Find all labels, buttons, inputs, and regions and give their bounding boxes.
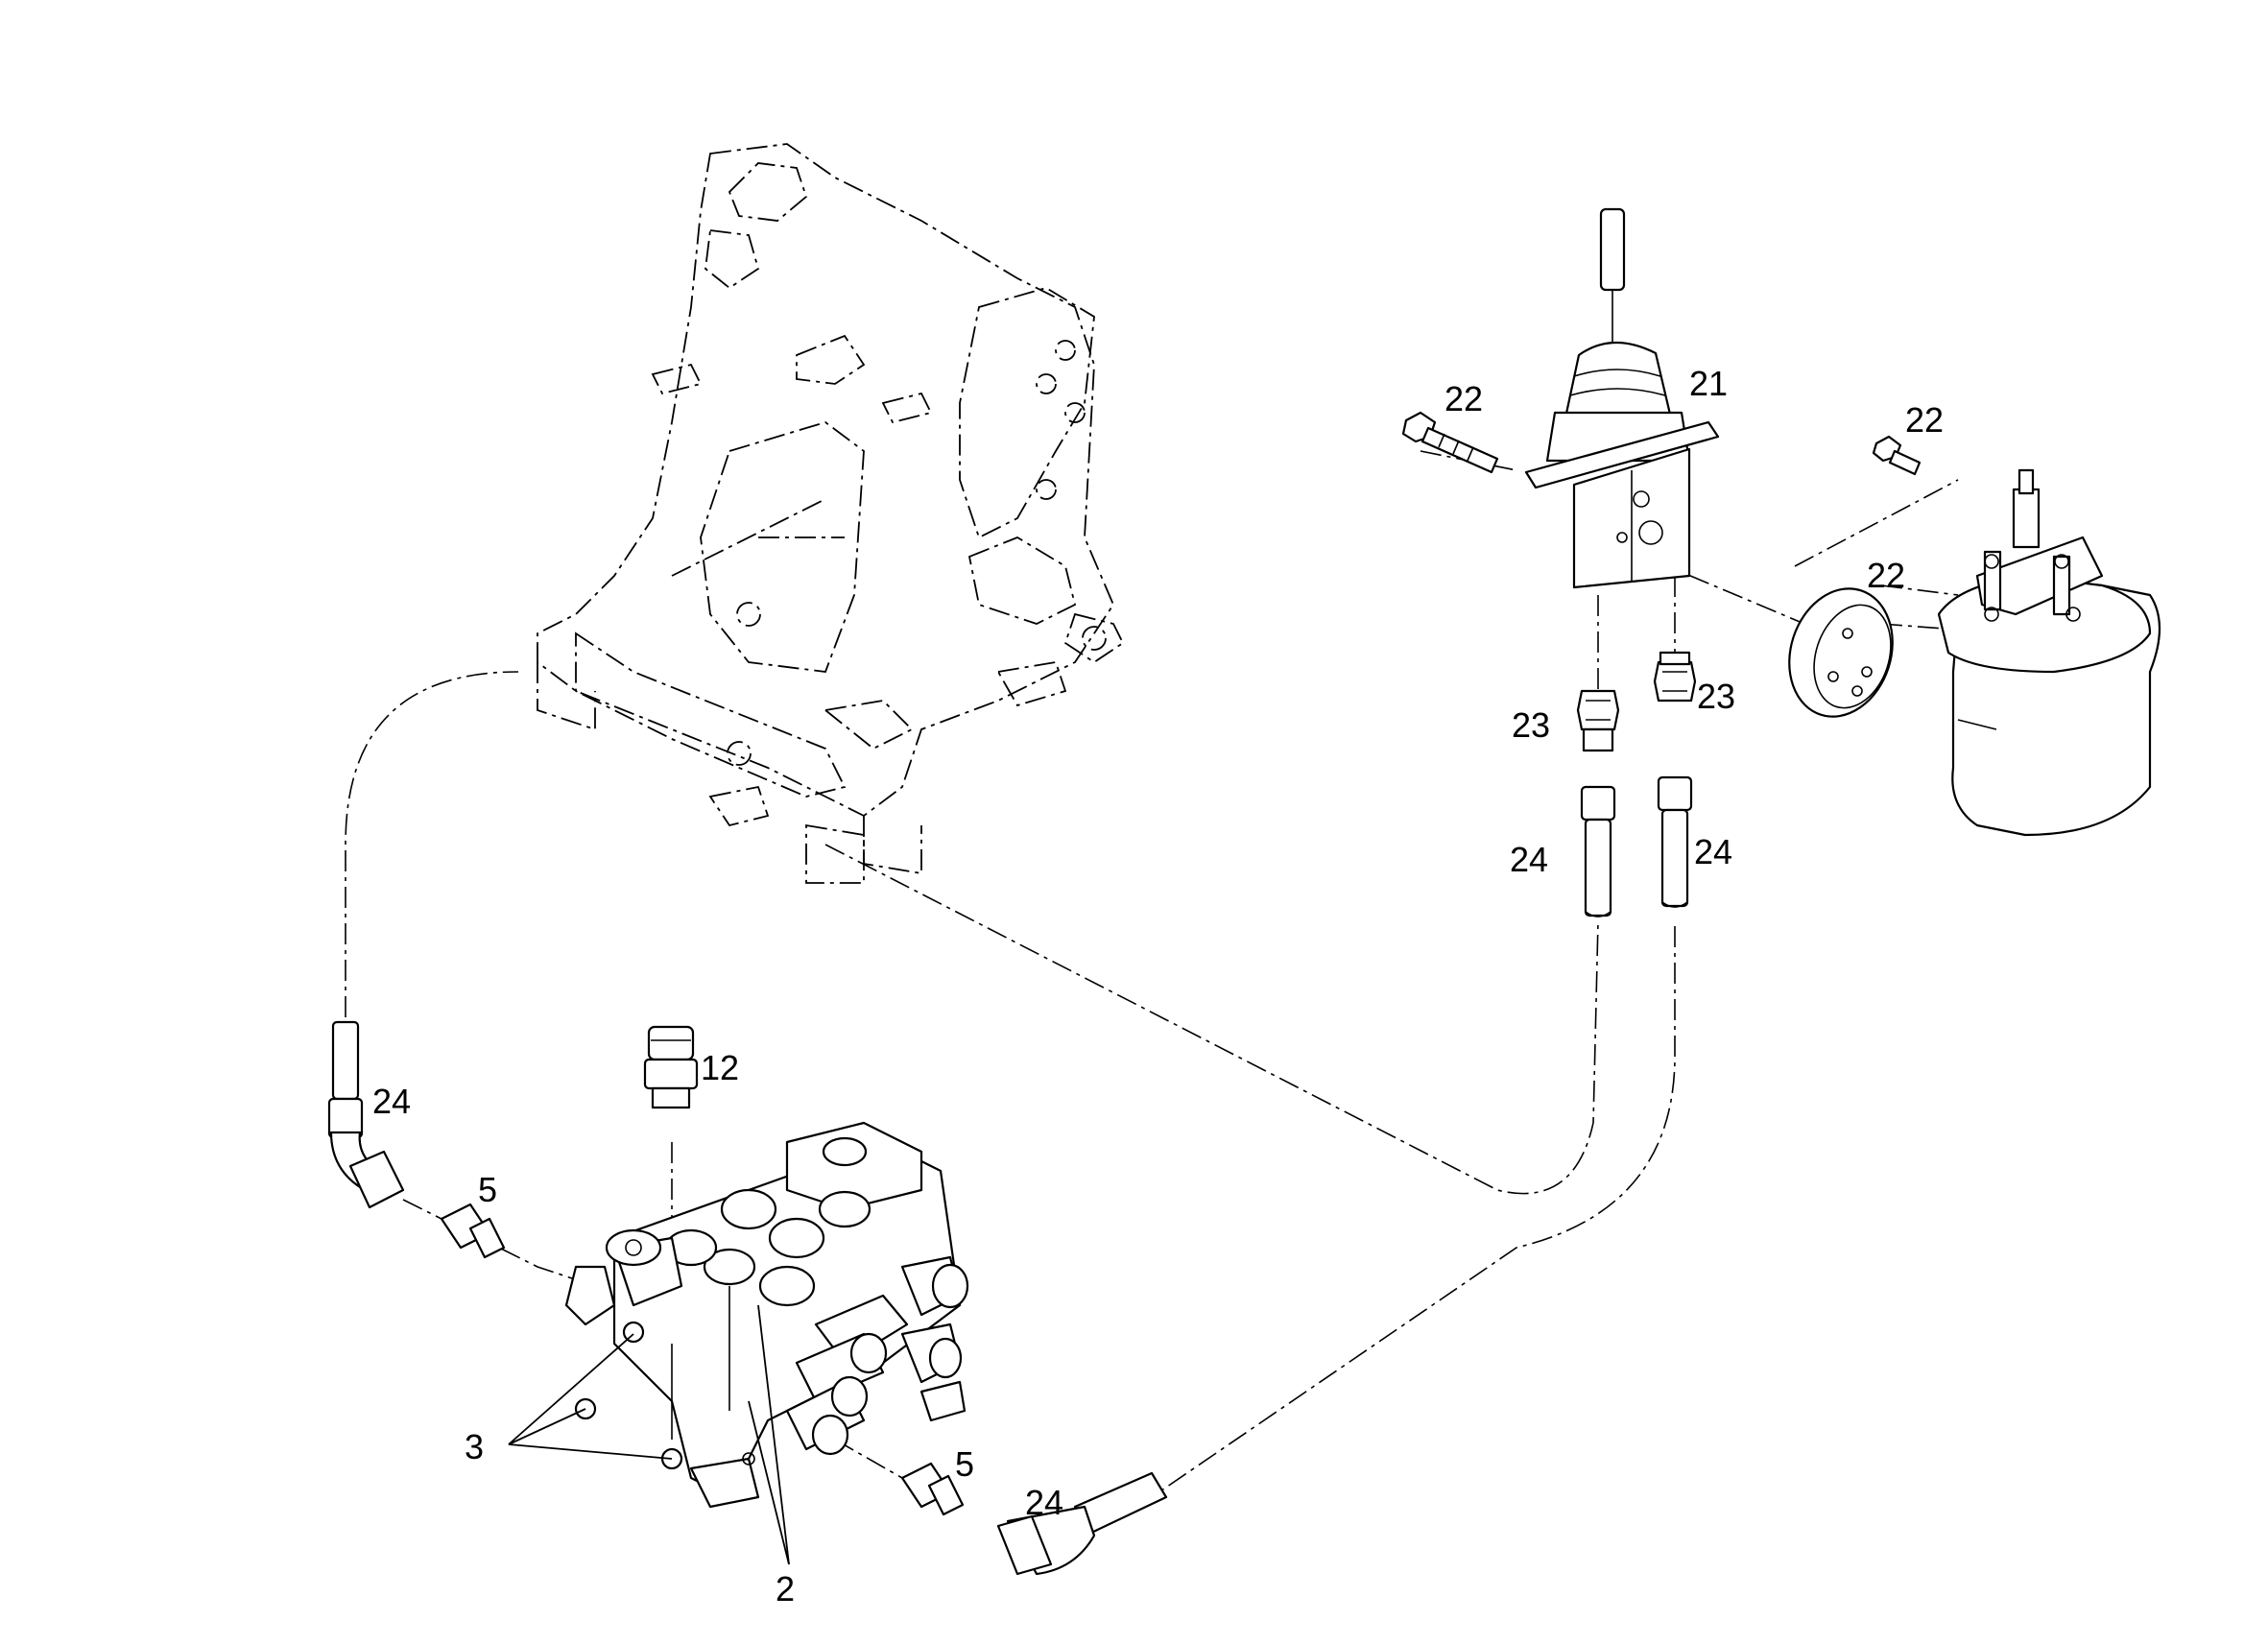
callout-2: 2 [776,1569,795,1608]
control-valve-2 [564,1121,969,1509]
callout-24: 24 [1025,1483,1063,1522]
callout-3: 3 [465,1427,484,1466]
callout-22: 22 [1905,400,1944,440]
loader-frame-outline [537,143,1125,884]
pilot-joystick-21 [1524,207,1720,589]
hydraulic-pump [1937,468,2161,837]
cap-screw-22-right [1872,435,1922,476]
callout-24: 24 [372,1082,411,1121]
hose-24-lower-right [996,1471,1168,1576]
adapter-fitting-23-left [1576,689,1620,752]
hose-routing-lines [345,450,2007,1498]
callout-21: 21 [1689,364,1728,403]
adapter-fitting-5-left [440,1203,506,1259]
callout-23: 23 [1697,677,1735,716]
adapter-fitting-5-right [900,1462,965,1516]
callout-22: 22 [1867,556,1905,595]
callout-12: 12 [701,1048,739,1087]
leader-lines [508,1304,790,1565]
pump-adapter-plate-22 [1788,587,1894,718]
callout-24: 24 [1694,832,1732,871]
hose-24-upper-left [1580,785,1616,917]
cap-screw-22-left [1401,411,1499,474]
callout-labels: 22 21 22 22 23 23 24 24 24 12 5 5 24 3 2 [372,364,1944,1608]
adapter-fitting-23-right [1653,651,1697,703]
callout-5: 5 [478,1170,497,1209]
callout-5: 5 [955,1444,974,1484]
hose-24-lower-left [327,1020,405,1209]
callout-23: 23 [1512,705,1550,745]
plug-fitting-12 [643,1025,699,1109]
callout-24: 24 [1510,840,1548,879]
hose-24-upper-right [1657,775,1693,908]
callout-22: 22 [1444,379,1483,418]
